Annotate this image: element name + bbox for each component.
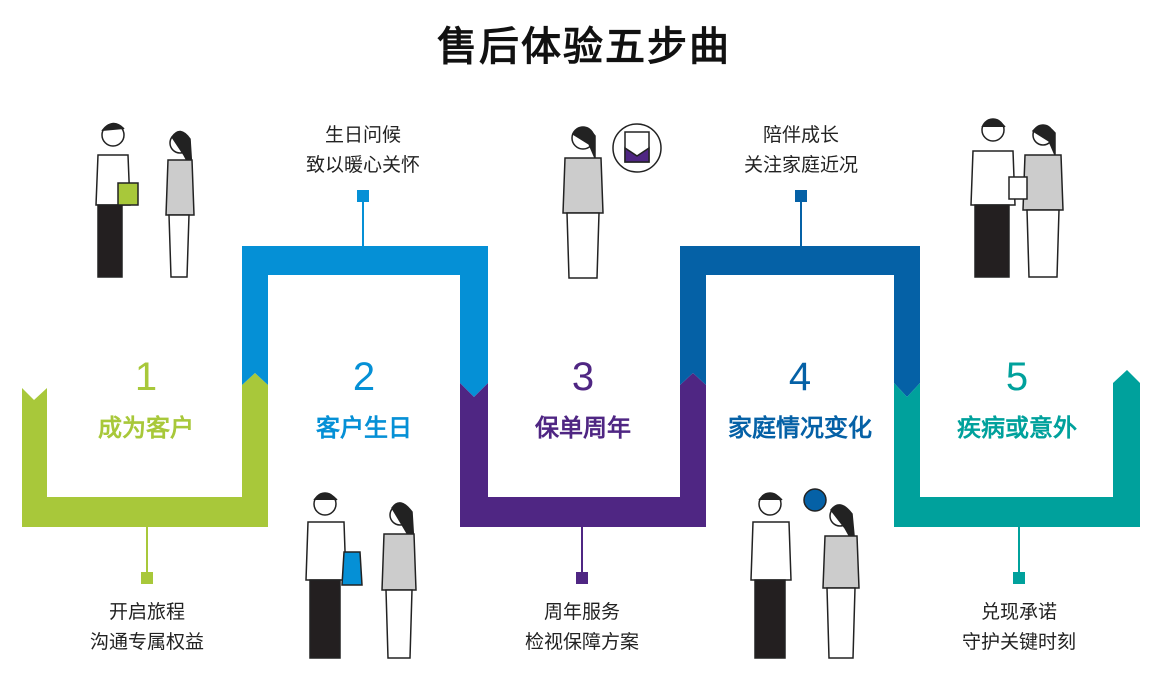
- step2-name: 客户生日: [316, 414, 412, 442]
- step5-name: 疾病或意外: [957, 414, 1077, 442]
- step4-path: [680, 246, 920, 397]
- step1-description: 开启旅程 沟通专属权益: [37, 597, 257, 657]
- step4-name: 家庭情况变化: [728, 414, 872, 442]
- connector-step5: [1013, 527, 1025, 584]
- step4-description: 陪伴成长 关注家庭近况: [691, 120, 911, 180]
- connector-step4: [795, 190, 807, 246]
- step5-desc-line1: 兑现承诺: [980, 601, 1057, 623]
- step5-description: 兑现承诺 守护关键时刻: [909, 597, 1129, 657]
- step2-number: 2: [352, 355, 376, 399]
- step1-name: 成为客户: [98, 414, 194, 442]
- step1-path: [22, 373, 268, 527]
- step1-desc-line2: 沟通专属权益: [89, 631, 204, 653]
- illustration-meeting: [95, 122, 195, 278]
- illustration-anniversary: [562, 123, 662, 279]
- step3-name: 保单周年: [535, 414, 631, 442]
- step5-desc-line2: 守护关键时刻: [961, 631, 1076, 653]
- connector-step1: [141, 527, 153, 584]
- connector-step3: [576, 527, 588, 584]
- illustration-conversation: [750, 488, 860, 659]
- step3-number: 3: [571, 355, 595, 399]
- step5-number: 5: [1005, 355, 1029, 399]
- illustration-gift: [305, 492, 417, 659]
- step3-path: [460, 373, 706, 527]
- step2-path: [242, 246, 488, 397]
- illustration-couple: [970, 118, 1064, 278]
- step4-desc-line1: 陪伴成长: [762, 124, 839, 146]
- step3-desc-line1: 周年服务: [543, 601, 620, 623]
- step5-path: [894, 370, 1140, 527]
- step1-desc-line1: 开启旅程: [108, 601, 185, 623]
- connector-step2: [357, 190, 369, 246]
- step3-desc-line2: 检视保障方案: [524, 631, 639, 653]
- step2-desc-line2: 致以暖心关怀: [305, 154, 420, 176]
- step4-number: 4: [788, 355, 812, 399]
- step2-description: 生日问候 致以暖心关怀: [253, 120, 473, 180]
- step2-desc-line1: 生日问候: [324, 124, 401, 146]
- page-title: 售后体验五步曲: [437, 24, 731, 70]
- step1-number: 1: [134, 355, 158, 399]
- step3-description: 周年服务 检视保障方案: [472, 597, 692, 657]
- step4-desc-line2: 关注家庭近况: [743, 154, 858, 176]
